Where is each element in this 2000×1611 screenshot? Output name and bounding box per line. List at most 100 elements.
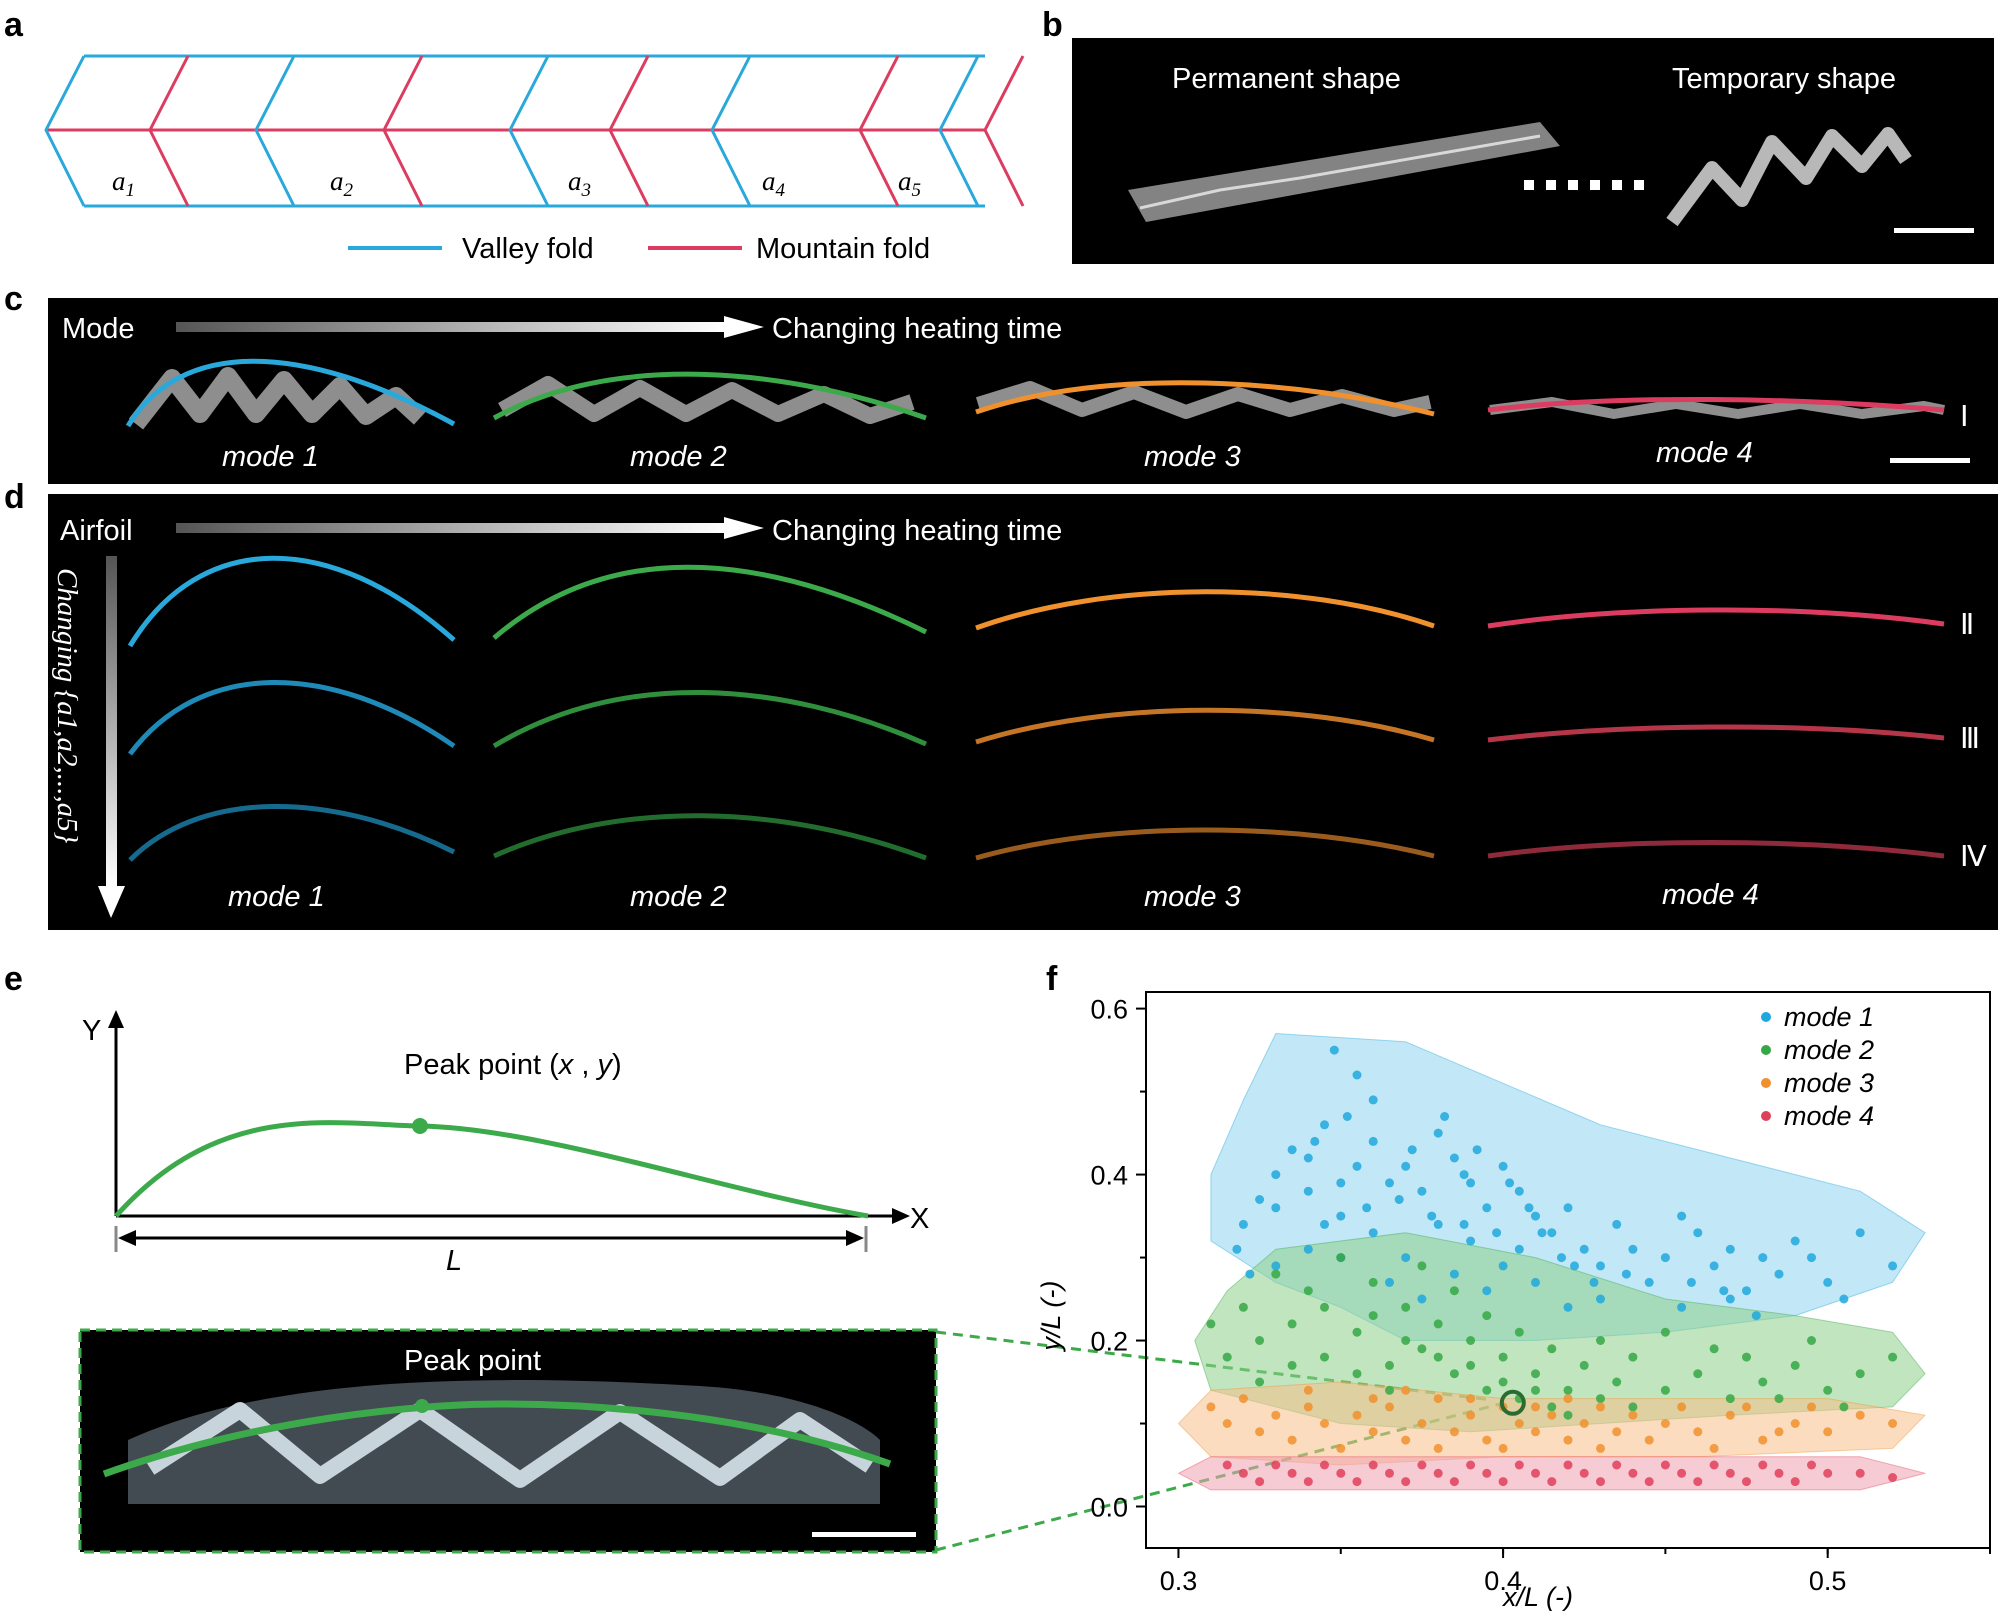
temporary-shape-label: Temporary shape [1672, 63, 1896, 95]
point-mode-4 [1807, 1460, 1816, 1470]
point-mode-1 [1693, 1228, 1703, 1238]
point-mode-2 [1660, 1327, 1670, 1337]
point-mode-3 [1644, 1435, 1654, 1445]
point-mode-1 [1368, 1136, 1378, 1146]
point-mode-2 [1352, 1327, 1362, 1337]
point-mode-2 [1547, 1402, 1557, 1412]
point-mode-4 [1417, 1460, 1427, 1470]
point-mode-4 [1287, 1468, 1297, 1478]
mode-3-curve-c [975, 380, 1435, 417]
point-mode-1 [1790, 1236, 1800, 1246]
mode-1-label-c: mode 1 [222, 441, 319, 473]
point-mode-4 [1271, 1460, 1281, 1470]
crease-line [254, 55, 296, 207]
legend-mountain-label: Mountain fold [756, 233, 930, 265]
highlight-peak-marker [1499, 1389, 1526, 1416]
point-mode-3 [1725, 1410, 1735, 1420]
point-mode-1 [1498, 1261, 1508, 1271]
point-mode-1 [1839, 1294, 1849, 1304]
point-mode-3 [1271, 1410, 1281, 1420]
point-mode-4 [1628, 1468, 1638, 1478]
point-mode-1 [1433, 1128, 1443, 1138]
legend-marker-mode-4 [1761, 1111, 1771, 1121]
point-mode-1 [1628, 1244, 1638, 1254]
point-mode-3 [1514, 1419, 1524, 1428]
point-mode-2 [1287, 1319, 1297, 1329]
point-mode-2 [1628, 1402, 1638, 1412]
point-mode-2 [1238, 1302, 1248, 1312]
point-mode-2 [1774, 1394, 1784, 1404]
point-mode-3 [1206, 1402, 1216, 1412]
point-mode-4 [1855, 1468, 1865, 1478]
mode-2-curve-row-4 [492, 813, 927, 861]
point-mode-3 [1482, 1435, 1492, 1445]
mode-2-curve-row-2 [492, 564, 928, 640]
mode-4-label-d: mode 4 [1662, 879, 1759, 911]
point-mode-1 [1482, 1203, 1492, 1213]
point-mode-1 [1621, 1269, 1631, 1279]
point-mode-1 [1466, 1178, 1476, 1188]
point-mode-4 [1888, 1473, 1898, 1482]
point-mode-2 [1352, 1369, 1362, 1379]
peak-point-label: Peak point (x , y) [404, 1049, 622, 1081]
panel-a-legend: Valley fold Mountain fold [348, 233, 930, 265]
segment-a2: a2 [330, 166, 354, 201]
point-mode-3 [1417, 1419, 1427, 1428]
point-mode-2 [1417, 1344, 1427, 1354]
point-mode-1 [1482, 1286, 1492, 1296]
point-mode-2 [1368, 1311, 1378, 1321]
point-mode-3 [1498, 1443, 1508, 1453]
point-mode-3 [1466, 1394, 1476, 1404]
point-mode-1 [1271, 1203, 1281, 1213]
point-mode-3 [1433, 1394, 1443, 1404]
point-mode-4 [1579, 1468, 1589, 1478]
mode-4-curve-row-2 [1487, 607, 1945, 629]
crease-line [44, 55, 86, 207]
point-mode-3 [1336, 1443, 1346, 1453]
point-mode-1 [1498, 1161, 1508, 1171]
mode-3-label-d: mode 3 [1144, 881, 1241, 913]
point-mode-2 [1563, 1385, 1573, 1395]
point-mode-1 [1537, 1228, 1547, 1238]
point-mode-1 [1686, 1277, 1696, 1287]
point-mode-2 [1660, 1385, 1670, 1395]
panel-label-a: a [4, 6, 24, 44]
point-mode-3 [1352, 1410, 1362, 1420]
point-mode-1 [1888, 1261, 1898, 1271]
point-mode-2 [1271, 1269, 1281, 1279]
point-mode-1 [1660, 1253, 1670, 1263]
point-mode-2 [1385, 1385, 1394, 1395]
point-mode-1 [1492, 1228, 1502, 1238]
mode-2-curve-row-3 [492, 690, 928, 749]
point-mode-2 [1531, 1385, 1540, 1395]
point-mode-2 [1498, 1377, 1508, 1387]
mode-1-curve-row-2 [127, 555, 456, 648]
point-mode-2 [1823, 1385, 1833, 1395]
point-mode-1 [1596, 1294, 1605, 1304]
mode-row-label: Mode [62, 313, 135, 345]
point-mode-1 [1563, 1302, 1573, 1312]
peak-curve [114, 1120, 869, 1219]
point-mode-3 [1579, 1419, 1589, 1428]
mode-1-curve-row-4 [128, 804, 456, 862]
point-mode-2 [1368, 1277, 1378, 1287]
point-mode-1 [1774, 1269, 1784, 1279]
point-mode-1 [1459, 1219, 1469, 1229]
point-mode-1 [1596, 1261, 1605, 1271]
point-mode-1 [1417, 1294, 1427, 1304]
point-mode-1 [1531, 1277, 1540, 1287]
parameter-arrow-shaft [106, 556, 117, 886]
point-mode-4 [1677, 1468, 1687, 1478]
legend-marker-mode-2 [1761, 1045, 1771, 1055]
point-mode-4 [1222, 1460, 1232, 1470]
x-tick-label: 0.5 [1809, 1566, 1847, 1596]
point-mode-1 [1336, 1211, 1346, 1221]
point-mode-4 [1823, 1468, 1833, 1478]
mode-1-label-d: mode 1 [228, 881, 325, 913]
y-tick-label: 0.6 [1090, 995, 1128, 1025]
point-mode-1 [1320, 1219, 1329, 1229]
point-mode-1 [1238, 1219, 1248, 1229]
point-mode-3 [1709, 1443, 1719, 1453]
point-mode-3 [1660, 1419, 1670, 1428]
point-mode-1 [1385, 1178, 1394, 1188]
